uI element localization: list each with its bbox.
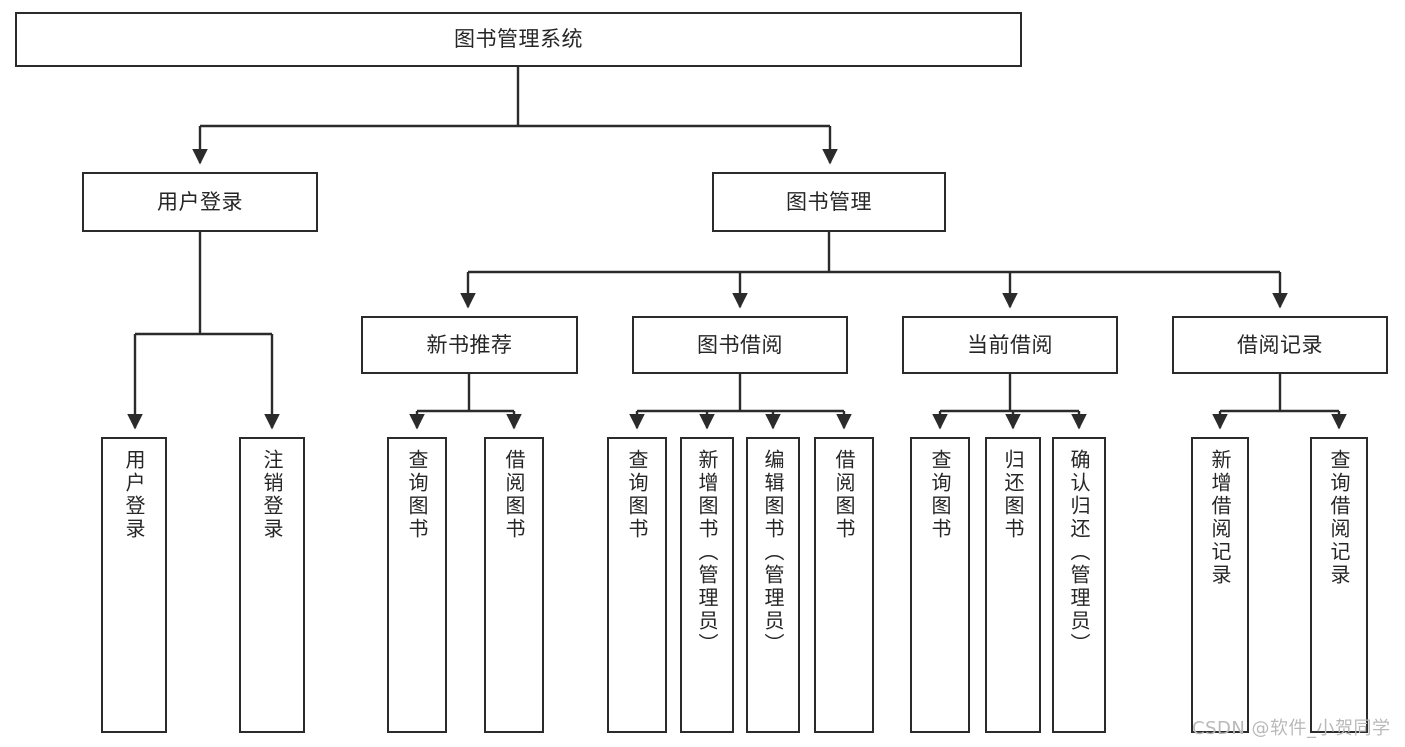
leaf-add-book[interactable]: 新增图书（管理员） — [680, 437, 734, 733]
node-book-borrow-label: 图书借阅 — [697, 332, 783, 357]
node-borrow-record[interactable]: 借阅记录 — [1172, 316, 1388, 374]
leaf-query-book-bb-label: 查询图书 — [625, 449, 649, 541]
node-user-login[interactable]: 用户登录 — [82, 172, 318, 232]
leaf-return-book[interactable]: 归还图书 — [985, 437, 1041, 733]
node-root[interactable]: 图书管理系统 — [15, 12, 1022, 67]
leaf-query-record-label: 查询借阅记录 — [1327, 449, 1351, 587]
leaf-user-login-label: 用户登录 — [122, 449, 146, 541]
leaf-logout-label: 注销登录 — [260, 449, 284, 541]
csdn-watermark: CSDN @软件_小贺同学 — [1192, 718, 1391, 739]
leaf-confirm-return[interactable]: 确认归还（管理员） — [1052, 437, 1106, 733]
node-root-label: 图书管理系统 — [454, 27, 583, 52]
leaf-return-book-label: 归还图书 — [1001, 449, 1025, 541]
node-book-manage[interactable]: 图书管理 — [712, 172, 946, 232]
leaf-add-record-label: 新增借阅记录 — [1208, 449, 1232, 587]
leaf-edit-book-label: 编辑图书（管理员） — [761, 449, 785, 656]
leaf-confirm-return-label: 确认归还（管理员） — [1067, 449, 1091, 656]
leaf-edit-book[interactable]: 编辑图书（管理员） — [746, 437, 800, 733]
leaf-logout[interactable]: 注销登录 — [239, 437, 305, 733]
node-current-borrow[interactable]: 当前借阅 — [902, 316, 1118, 374]
leaf-query-book-rec[interactable]: 查询图书 — [387, 437, 447, 733]
node-user-login-label: 用户登录 — [157, 189, 243, 214]
node-book-manage-label: 图书管理 — [786, 189, 872, 214]
leaf-query-book-rec-label: 查询图书 — [405, 449, 429, 541]
leaf-query-book-bb[interactable]: 查询图书 — [607, 437, 667, 733]
leaf-borrow-book-bb-label: 借阅图书 — [832, 449, 856, 541]
leaf-query-book-cb[interactable]: 查询图书 — [910, 437, 970, 733]
node-borrow-record-label: 借阅记录 — [1237, 332, 1323, 357]
node-book-borrow[interactable]: 图书借阅 — [632, 316, 848, 374]
leaf-borrow-book-bb[interactable]: 借阅图书 — [814, 437, 874, 733]
leaf-borrow-book-rec[interactable]: 借阅图书 — [484, 437, 544, 733]
leaf-query-record[interactable]: 查询借阅记录 — [1310, 437, 1368, 733]
leaf-query-book-cb-label: 查询图书 — [928, 449, 952, 541]
leaf-add-book-label: 新增图书（管理员） — [695, 449, 719, 656]
leaf-borrow-book-rec-label: 借阅图书 — [502, 449, 526, 541]
leaf-user-login[interactable]: 用户登录 — [101, 437, 167, 733]
leaf-add-record[interactable]: 新增借阅记录 — [1191, 437, 1249, 733]
node-current-borrow-label: 当前借阅 — [967, 332, 1053, 357]
node-new-book-rec[interactable]: 新书推荐 — [361, 316, 578, 374]
node-new-book-rec-label: 新书推荐 — [426, 332, 513, 357]
